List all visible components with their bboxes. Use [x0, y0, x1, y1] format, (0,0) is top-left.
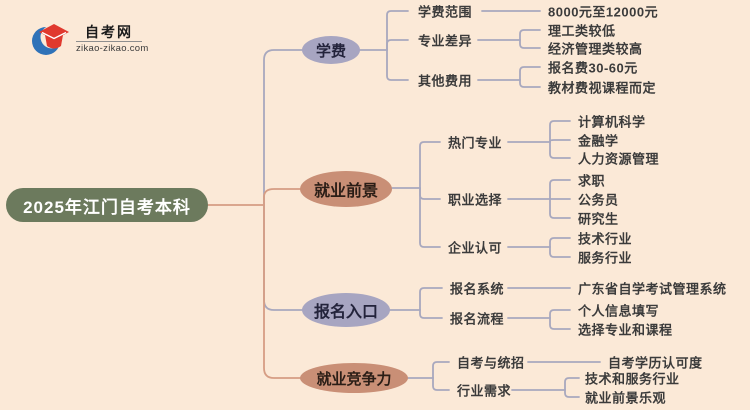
- subtopic-hot-majors: 热门专业: [448, 135, 503, 151]
- leaf-textbook-fee: 教材费视课程而定: [548, 80, 657, 96]
- leaf-job-hunting: 求职: [578, 173, 606, 189]
- leaf-economics-higher: 经济管理类较高: [548, 41, 643, 57]
- branch-node-competitiveness: 就业竞争力: [300, 363, 408, 393]
- leaf-diploma-recognition: 自考学历认可度: [608, 355, 703, 371]
- leaf-finance: 金融学: [578, 133, 619, 149]
- leaf-tech-industry: 技术行业: [578, 231, 633, 247]
- logo-url: zikao-zikao.com: [76, 43, 149, 54]
- leaf-tech-service-industry: 技术和服务行业: [585, 371, 680, 387]
- leaf-optimistic-prospects: 就业前景乐观: [585, 390, 667, 406]
- branch-node-tuition: 学费: [302, 36, 360, 64]
- graduation-cap-icon: [32, 24, 69, 55]
- leaf-signup-fee: 报名费30-60元: [548, 60, 638, 76]
- leaf-hr-management: 人力资源管理: [578, 151, 660, 167]
- leaf-graduate-student: 研究生: [578, 211, 619, 227]
- subtopic-other-fees: 其他费用: [418, 73, 473, 89]
- branch-competitiveness-lines: [407, 361, 601, 398]
- subtopic-major-difference: 专业差异: [418, 33, 473, 49]
- leaf-personal-info: 个人信息填写: [578, 303, 660, 319]
- leaf-choose-major-course: 选择专业和课程: [578, 322, 673, 338]
- leaf-tuition-range-value: 8000元至12000元: [548, 4, 659, 20]
- subtopic-signup-process: 报名流程: [450, 311, 505, 327]
- leaf-guangdong-system: 广东省自学考试管理系统: [578, 281, 727, 297]
- leaf-computer-science: 计算机科学: [578, 114, 646, 130]
- logo-title: 自考网: [85, 24, 133, 40]
- branch-prospects-lines: [391, 120, 571, 258]
- branch-tuition-lines: [359, 10, 541, 88]
- leaf-service-industry: 服务行业: [578, 250, 633, 266]
- leaf-science-lower: 理工类较低: [548, 23, 616, 39]
- leaf-civil-servant: 公务员: [578, 192, 619, 208]
- site-logo: 自考网 zikao-zikao.com: [28, 14, 158, 62]
- trunk-lines: [207, 49, 303, 379]
- subtopic-career-choice: 职业选择: [448, 192, 503, 208]
- subtopic-zikao-vs-tongzhao: 自考与统招: [457, 355, 525, 371]
- branch-node-prospects: 就业前景: [300, 171, 392, 207]
- subtopic-company-approval: 企业认可: [448, 240, 503, 256]
- subtopic-tuition-range: 学费范围: [418, 4, 473, 20]
- root-node: 2025年江门自考本科: [6, 188, 208, 222]
- logo-divider: [76, 41, 142, 42]
- branch-node-registration: 报名入口: [302, 293, 390, 327]
- subtopic-industry-demand: 行业需求: [457, 383, 512, 399]
- subtopic-signup-system: 报名系统: [450, 281, 505, 297]
- branch-registration-lines: [389, 287, 571, 330]
